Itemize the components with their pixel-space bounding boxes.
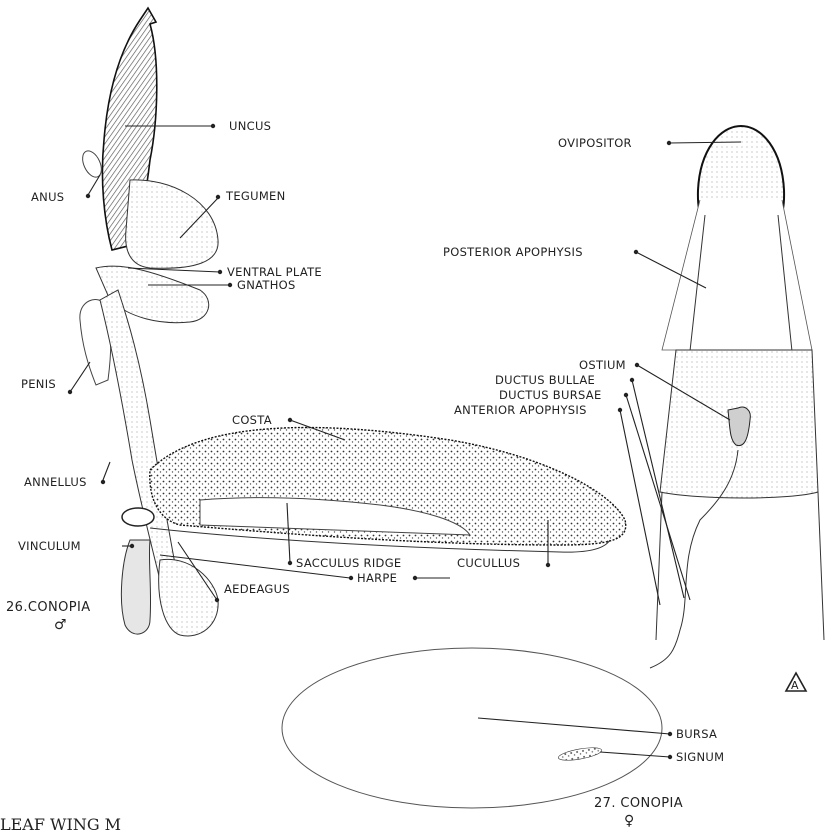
label-costa: COSTA xyxy=(232,413,272,427)
label-bursa: BURSA xyxy=(676,727,717,741)
label-sacculus-ridge: SACCULUS RIDGE xyxy=(296,556,401,570)
label-harpe: HARPE xyxy=(357,571,397,585)
aedeagus-base-drawing xyxy=(159,559,218,636)
label-ostium: OSTIUM xyxy=(579,358,626,372)
caption-figure-27: 27. CONOPIA xyxy=(594,796,683,811)
annellus-drawing xyxy=(122,508,154,526)
monogram-letter: A xyxy=(791,679,799,692)
label-ovipositor: OVIPOSITOR xyxy=(558,136,632,150)
label-vinculum: VINCULUM xyxy=(18,539,81,553)
figure-26-male-genitalia xyxy=(79,8,626,636)
tegumen-drawing xyxy=(126,180,218,268)
label-ductus-bullae: DUCTUS BULLAE xyxy=(495,373,595,387)
female-symbol: ♀ xyxy=(624,813,634,829)
label-ventral-plate: VENTRAL PLATE xyxy=(227,265,322,279)
label-posterior-apophysis: POSTERIOR APOPHYSIS xyxy=(443,245,583,259)
artist-monogram: A xyxy=(786,673,806,692)
label-cucullus: CUCULLUS xyxy=(457,556,520,570)
figure-26-labels: UNCUS ANUS TEGUMEN VENTRAL PLATE GNATHOS… xyxy=(6,119,520,633)
anterior-apophysis-left xyxy=(656,492,662,640)
label-ductus-bursae: DUCTUS BURSAE xyxy=(499,388,602,402)
label-penis: PENIS xyxy=(21,377,56,391)
male-symbol: ♂ xyxy=(54,617,67,633)
bursa-drawing xyxy=(282,648,662,808)
footer-text: LEAF WING M xyxy=(0,815,121,834)
label-anus: ANUS xyxy=(31,190,64,204)
label-signum: SIGNUM xyxy=(676,750,724,764)
anus-drawing xyxy=(79,148,105,180)
label-aedeagus: AEDEAGUS xyxy=(224,582,290,596)
label-annellus: ANNELLUS xyxy=(24,475,87,489)
label-anterior-apophysis: ANTERIOR APOPHYSIS xyxy=(454,403,587,417)
label-gnathos: GNATHOS xyxy=(237,278,296,292)
anterior-apophysis-right xyxy=(818,492,824,640)
label-tegumen: TEGUMEN xyxy=(225,189,286,203)
vinculum-drawing xyxy=(121,540,150,634)
label-uncus: UNCUS xyxy=(229,119,271,133)
caption-figure-26: 26.CONOPIA xyxy=(6,600,91,615)
